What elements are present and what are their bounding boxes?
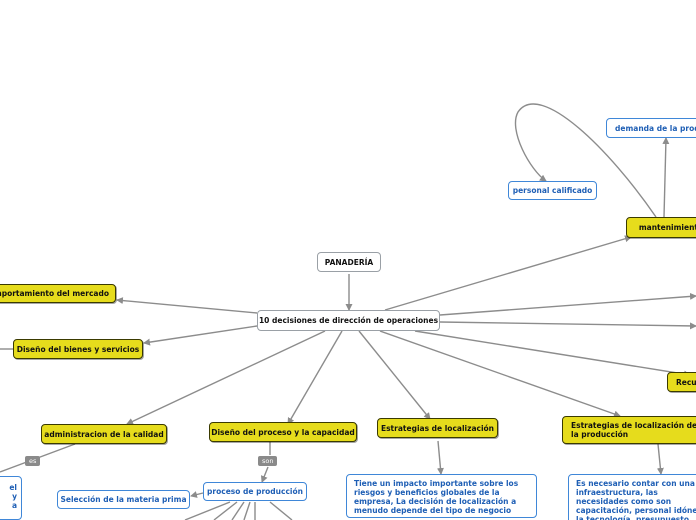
node-seleccion-materia-prima[interactable]: Selección de la materia prima <box>57 490 190 509</box>
node-estrategias-localizacion[interactable]: Estrategias de localización <box>377 418 498 438</box>
link-produccion-child-4 <box>243 501 251 520</box>
node-personal-calificado[interactable]: personal calificado <box>508 181 597 200</box>
node-diseno-proceso-capacidad[interactable]: Diseño del proceso y la capacidad <box>209 422 357 442</box>
link-produccion-seleccion <box>190 491 204 498</box>
link-produccion-child-2 <box>213 501 238 520</box>
node-impacto-localizacion[interactable]: Tiene un impacto importante sobre los ri… <box>346 474 537 518</box>
node-administracion-calidad[interactable]: administracion de la calidad <box>41 424 167 444</box>
tag-son: son <box>258 456 278 466</box>
node-estrategias-localizacion-produccion[interactable]: Estrategias de localización de la produc… <box>562 416 696 444</box>
node-proceso-produccion[interactable]: proceso de producción <box>203 482 307 501</box>
link-central-mantenimiento <box>384 235 632 311</box>
link-produccion-child-3 <box>231 501 245 520</box>
node-mantenimiento[interactable]: mantenimiento <box>626 217 696 238</box>
link-central-proceso <box>287 330 343 425</box>
node-demanda-produccion[interactable]: demanda de la producción <box>606 118 696 138</box>
link-produccion-child-6 <box>269 501 293 520</box>
link-central-comportamiento <box>116 297 258 314</box>
link-estrategias-impacto <box>436 440 444 475</box>
link-mantenimiento-personal <box>514 103 657 218</box>
link-mantenimiento-demanda <box>662 137 670 218</box>
tag-es: es <box>25 456 41 466</box>
link-produccion-child-1 <box>184 501 231 520</box>
node-panaderia[interactable]: PANADERÍA <box>317 252 381 272</box>
link-central-calidad <box>126 330 326 425</box>
node-left-fragment[interactable]: el y a <box>0 476 22 520</box>
node-central-topic[interactable]: 10 decisiones de dirección de operacione… <box>257 310 440 331</box>
link-son-produccion <box>260 466 269 483</box>
link-estrategias-prod-necesario <box>656 443 664 475</box>
node-comportamiento-mercado[interactable]: comportamiento del mercado <box>0 284 116 303</box>
link-central-recursos <box>414 330 691 378</box>
link-central-right-1 <box>439 292 696 316</box>
node-infraestructura-necesidades[interactable]: Es necesario contar con una infraestruct… <box>568 474 696 520</box>
link-central-right-2 <box>439 321 696 330</box>
link-central-diseno <box>143 325 258 346</box>
link-central-estrategias-prod <box>379 330 621 418</box>
link-central-estrategias <box>358 330 431 420</box>
node-recursos[interactable]: Recursos <box>667 372 696 392</box>
node-diseno-bienes-servicios[interactable]: Diseño del bienes y servicios <box>13 339 143 359</box>
